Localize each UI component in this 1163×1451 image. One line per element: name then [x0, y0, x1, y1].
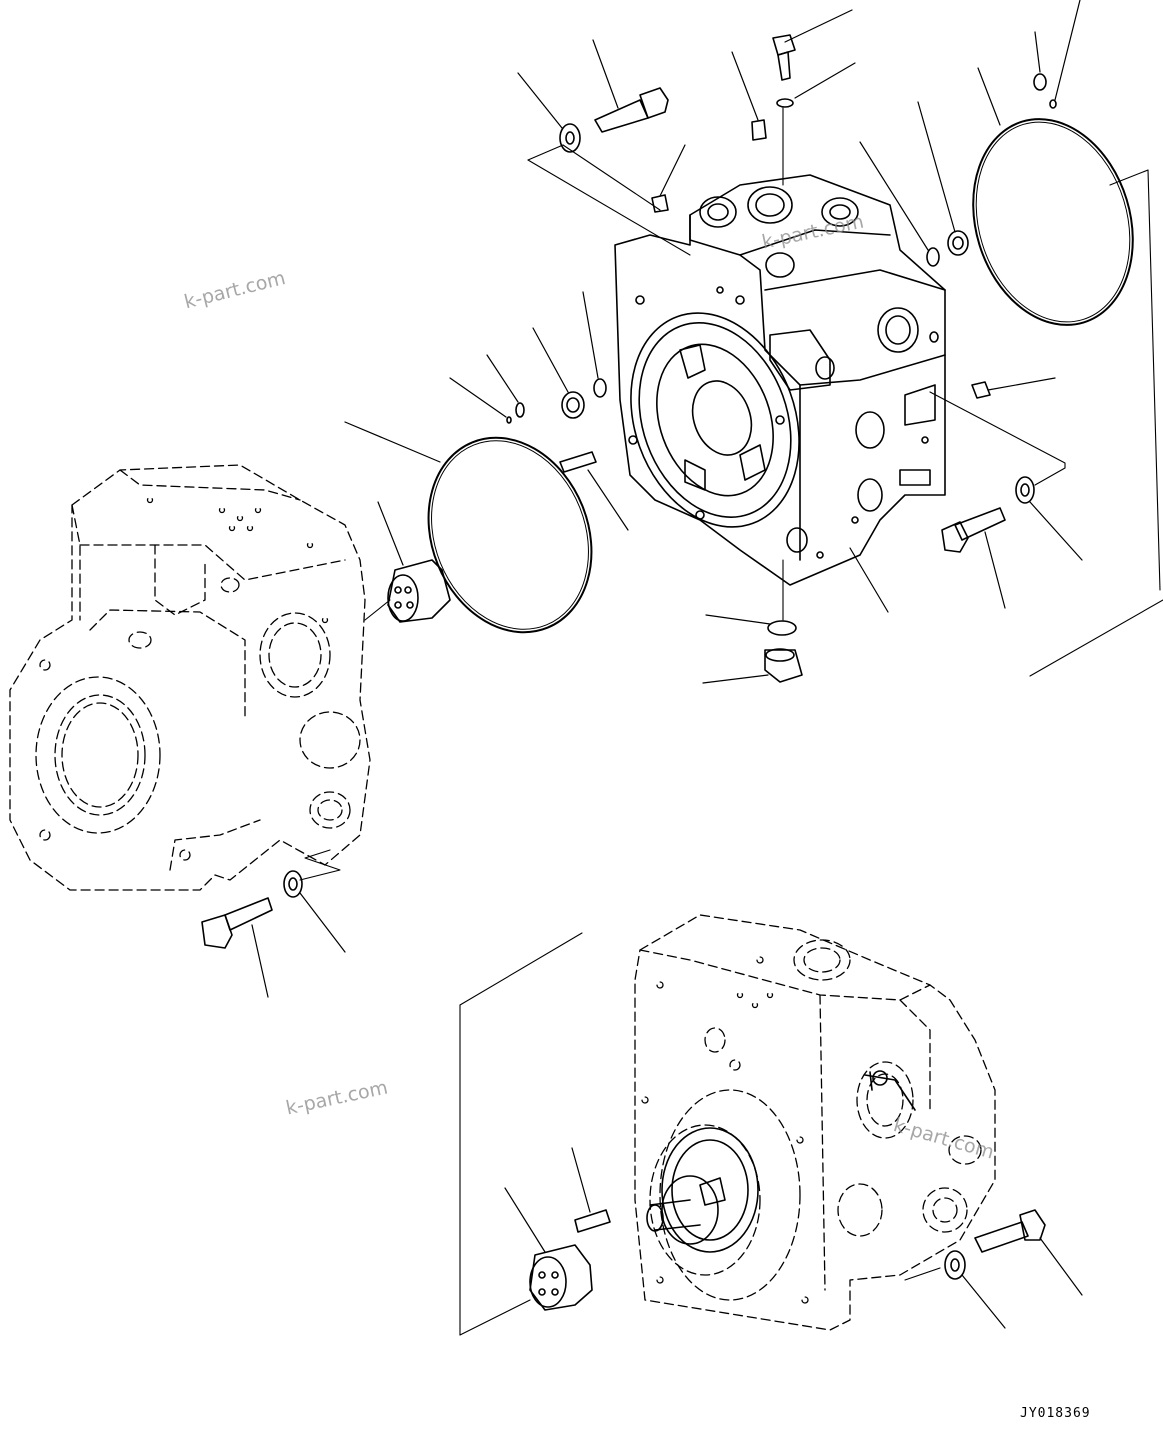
drawing-code: JY018369 [1020, 1406, 1091, 1421]
small-o-rings [506, 73, 1057, 636]
dowel-pins [559, 451, 611, 1233]
plugs [561, 119, 991, 683]
leader-lines [251, 0, 1083, 1329]
assembly-guide-lines [299, 107, 1163, 1336]
large-o-ring-right-inner [975, 121, 1131, 323]
sensor-fitting [772, 34, 796, 81]
pump-case-assembly-bottom-phantom [634, 914, 996, 1331]
valve-plate-cylinder-bottom [646, 1070, 916, 1253]
bolt-right [941, 507, 1006, 553]
bolt-left [201, 897, 273, 949]
valve-plate-cylinder-bottom-loose [529, 1244, 593, 1311]
valve-plate-cylinder-top [387, 559, 451, 623]
bolt-bottom [974, 1209, 1046, 1253]
pump-case-assembly-left-phantom [9, 464, 371, 891]
large-o-ring-right [972, 118, 1134, 326]
bolt-top [594, 87, 669, 133]
end-cover-main [614, 174, 946, 586]
large-o-ring-left [427, 436, 593, 634]
washers [283, 123, 1035, 1280]
large-o-ring-left-inner [431, 440, 589, 630]
